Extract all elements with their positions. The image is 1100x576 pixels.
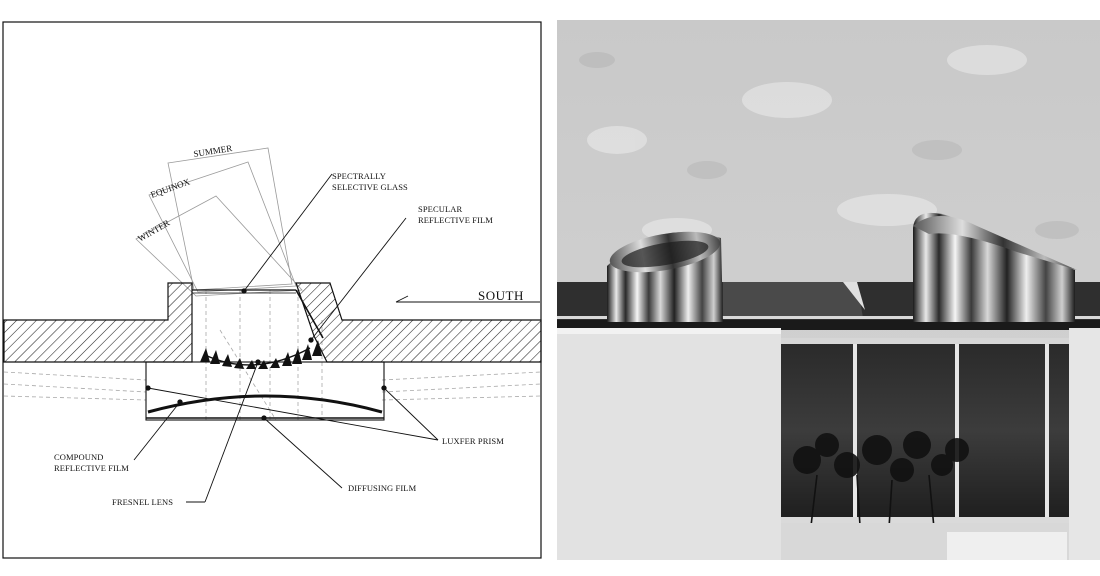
roof-slab-right (295, 282, 542, 363)
skylight-section-diagram: SUMMER EQUINOX WINTER SPECTRALLY SELECTI… (2, 21, 542, 559)
label-spectrally-selective-glass: SPECTRALLY SELECTIVE GLASS (332, 171, 408, 192)
luxfer-prism-housing (145, 361, 385, 421)
roof-slab-left (3, 282, 193, 363)
model-trees (793, 431, 969, 482)
compound-reflective-film (147, 394, 383, 414)
diagram-frame (2, 21, 542, 559)
label-specular-reflective-film: SPECULAR REFLECTIVE FILM (418, 204, 493, 225)
label-compound-reflective-film: COMPOUND REFLECTIVE FILM (54, 452, 129, 473)
left-skylight-scoop (607, 231, 723, 322)
model-wall-block-left (557, 328, 781, 560)
label-luxfer-prism: LUXFER PRISM (442, 436, 504, 446)
season-equinox-label: EQUINOX (149, 176, 191, 200)
model-glazing (781, 342, 1069, 520)
label-south: SOUTH (478, 288, 524, 303)
label-diffusing-film: DIFFUSING FILM (348, 483, 417, 493)
model-photo (557, 20, 1100, 560)
right-skylight-scoop (913, 212, 1077, 322)
leader-lines (133, 173, 540, 503)
label-fresnel-lens: FRESNEL LENS (112, 497, 173, 507)
season-winter-label: WINTER (136, 218, 171, 244)
